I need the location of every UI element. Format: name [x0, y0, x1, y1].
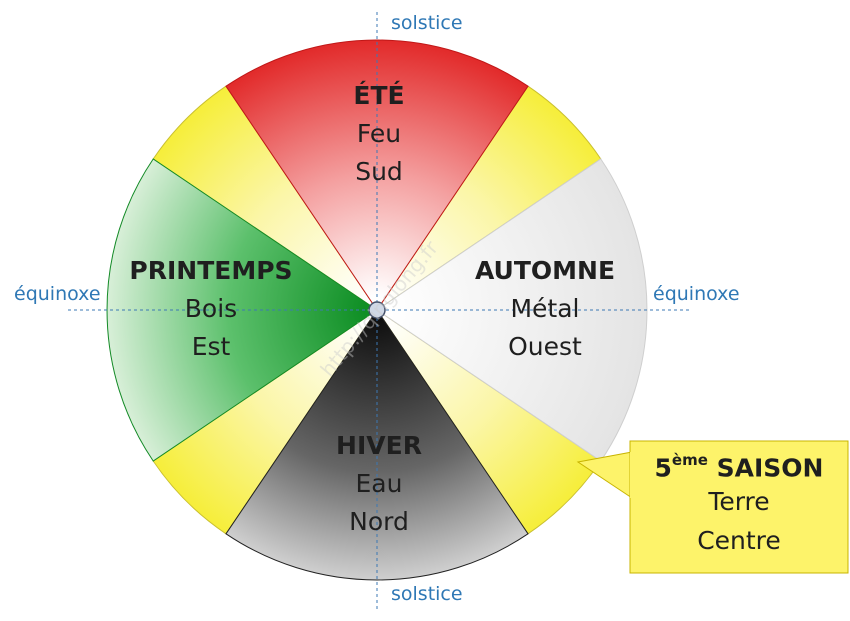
summer-label-group: ÉTÉ Feu Sud — [279, 77, 479, 191]
summer-name: ÉTÉ — [353, 81, 405, 110]
autumn-element: Métal — [510, 294, 580, 323]
autumn-label-group: AUTOMNE Métal Ouest — [445, 252, 645, 366]
fifth-season-title: 5ème SAISON — [630, 451, 848, 483]
autumn-direction: Ouest — [508, 332, 582, 361]
solstice-label-top: solstice — [391, 12, 463, 34]
summer-element: Feu — [356, 119, 402, 148]
center-hub — [368, 301, 386, 319]
winter-name: HIVER — [336, 431, 422, 460]
solstice-label-bottom: solstice — [391, 583, 463, 605]
winter-label-group: HIVER Eau Nord — [279, 427, 479, 541]
fifth-season-name: SAISON — [716, 453, 824, 483]
fifth-season-superscript: ème — [671, 451, 708, 469]
summer-direction: Sud — [355, 157, 403, 186]
autumn-name: AUTOMNE — [474, 256, 616, 285]
fifth-season-number: 5 — [654, 453, 672, 483]
spring-element: Bois — [184, 294, 238, 323]
fifth-season-callout: 5ème SAISON Terre Centre — [630, 441, 848, 573]
spring-name: PRINTEMPS — [129, 256, 293, 285]
callout-box — [629, 440, 849, 574]
fifth-season-direction: Centre — [697, 526, 781, 556]
equinox-label-left: équinoxe — [14, 283, 101, 305]
spring-direction: Est — [191, 332, 231, 361]
spring-label-group: PRINTEMPS Bois Est — [111, 252, 311, 366]
winter-direction: Nord — [349, 507, 409, 536]
equinox-label-right: équinoxe — [653, 283, 740, 305]
winter-element: Eau — [355, 469, 403, 498]
fifth-season-element: Terre — [708, 487, 770, 517]
